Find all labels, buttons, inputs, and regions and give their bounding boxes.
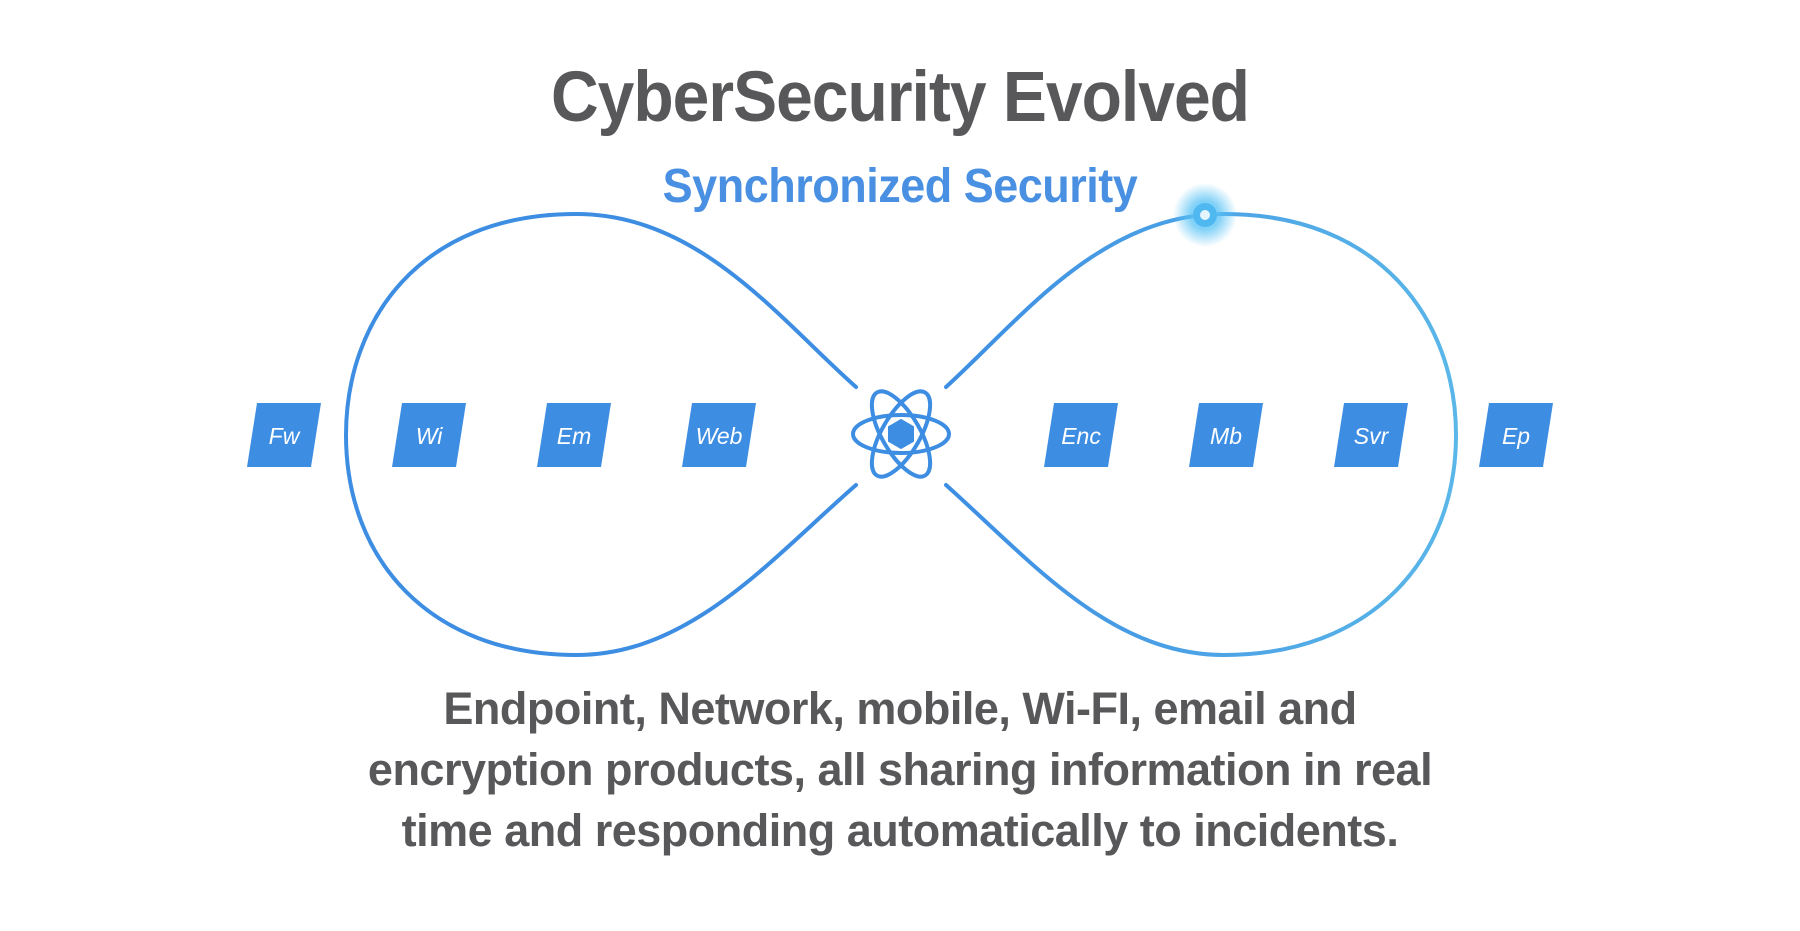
- node-tile-enc: Enc: [1044, 403, 1118, 467]
- description-line: Endpoint, Network, mobile, Wi-FI, email …: [443, 683, 1357, 734]
- node-label-web: Web: [696, 423, 743, 449]
- node-label-em: Em: [557, 423, 592, 449]
- node-tile-fw: Fw: [247, 403, 321, 467]
- atom-hexagon-icon: [851, 389, 951, 479]
- left-loop-path: [343, 211, 858, 658]
- node-label-enc: Enc: [1061, 423, 1101, 449]
- node-tile-web: Web: [682, 403, 756, 467]
- node-label-mb: Mb: [1210, 423, 1242, 449]
- description-line: encryption products, all sharing informa…: [367, 744, 1433, 795]
- diagram-title: CyberSecurity Evolved: [551, 56, 1250, 136]
- node-tile-ep: Ep: [1479, 403, 1553, 467]
- right-loop-path: [944, 211, 1459, 658]
- node-tile-svr: Svr: [1334, 403, 1408, 467]
- node-label-svr: Svr: [1354, 423, 1390, 449]
- node-tile-wi: Wi: [392, 403, 466, 467]
- node-tile-em: Em: [537, 403, 611, 467]
- diagram-subtitle: Synchronized Security: [662, 157, 1138, 213]
- node-label-ep: Ep: [1502, 423, 1530, 449]
- description-text: Endpoint, Network, mobile, Wi-FI, email …: [300, 678, 1500, 861]
- node-label-fw: Fw: [269, 423, 301, 449]
- glow-dot: [1173, 183, 1237, 247]
- node-tile-mb: Mb: [1189, 403, 1263, 467]
- node-label-wi: Wi: [416, 423, 444, 449]
- description-line: time and responding automatically to inc…: [401, 805, 1399, 856]
